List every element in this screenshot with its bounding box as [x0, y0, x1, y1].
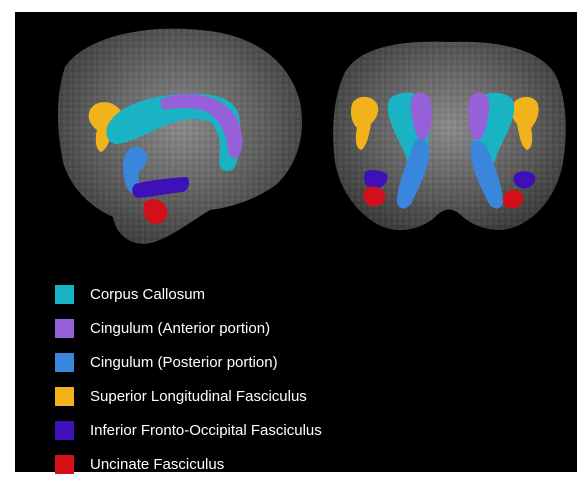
legend-item: Uncinate Fasciculus [55, 452, 455, 476]
legend-item: Superior Longitudinal Fasciculus [55, 384, 455, 408]
legend-item: Cingulum (Posterior portion) [55, 350, 455, 374]
brain-images [15, 12, 577, 262]
legend-label: Cingulum (Anterior portion) [90, 320, 270, 337]
legend-item: Inferior Fronto-Occipital Fasciculus [55, 418, 455, 442]
legend-label: Uncinate Fasciculus [90, 456, 224, 473]
legend-swatch-inferior-fronto-occipital-fasciculus [55, 421, 74, 440]
legend-swatch-superior-longitudinal-fasciculus [55, 387, 74, 406]
coronal-brain-view [333, 42, 566, 230]
legend-item: Corpus Callosum [55, 282, 455, 306]
legend-label: Cingulum (Posterior portion) [90, 354, 278, 371]
sagittal-brain-view [58, 29, 302, 244]
legend-label: Superior Longitudinal Fasciculus [90, 388, 307, 405]
figure-panel: Corpus Callosum Cingulum (Anterior porti… [15, 12, 577, 472]
legend-swatch-uncinate-fasciculus [55, 455, 74, 474]
legend-item: Cingulum (Anterior portion) [55, 316, 455, 340]
legend-label: Corpus Callosum [90, 286, 205, 303]
legend: Corpus Callosum Cingulum (Anterior porti… [55, 282, 455, 486]
legend-swatch-cingulum-posterior [55, 353, 74, 372]
legend-swatch-corpus-callosum [55, 285, 74, 304]
legend-swatch-cingulum-anterior [55, 319, 74, 338]
legend-label: Inferior Fronto-Occipital Fasciculus [90, 422, 322, 439]
